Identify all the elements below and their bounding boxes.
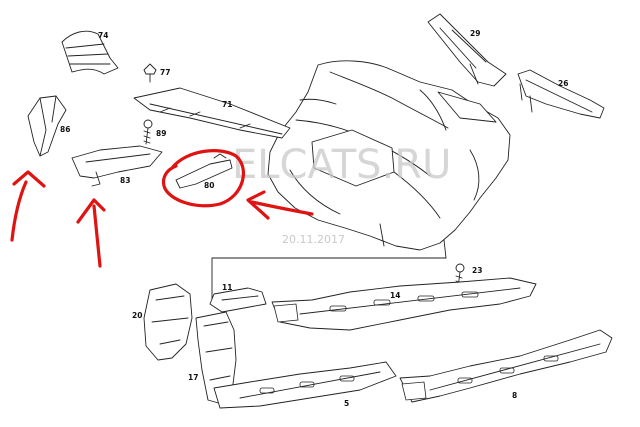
part-5-shape — [213, 361, 397, 409]
part-8-label: 8 — [512, 391, 517, 400]
part-29-shape — [427, 13, 507, 87]
part-83-shape — [71, 145, 163, 187]
leader-line — [211, 257, 447, 301]
red-arrow-2 — [76, 198, 106, 268]
part-71-shape — [133, 87, 291, 139]
watermark-text: ELCATS.RU — [232, 142, 451, 188]
part-26-label: 26 — [558, 79, 568, 88]
red-circle-highlight — [161, 149, 246, 208]
red-annotations — [10, 149, 314, 268]
part-20-label: 20 — [132, 311, 142, 320]
part-89-shape — [143, 119, 153, 145]
part-74-shape — [61, 30, 119, 75]
part-80-label: 80 — [204, 181, 214, 190]
part-77-shape — [143, 63, 157, 83]
part-5-label: 5 — [344, 399, 349, 408]
part-11-label: 11 — [222, 283, 232, 292]
part-89-label: 89 — [156, 129, 166, 138]
part-8-shape — [399, 329, 613, 403]
red-arrow-3 — [246, 190, 314, 220]
part-74-label: 74 — [98, 31, 108, 40]
part-11-shape — [209, 287, 267, 313]
part-86-label: 86 — [60, 125, 70, 134]
part-71-label: 71 — [222, 100, 232, 109]
part-80-shape — [175, 153, 233, 189]
watermark-date: 20.11.2017 — [282, 233, 345, 246]
part-77-label: 77 — [160, 68, 170, 77]
red-arrow-1 — [10, 170, 46, 242]
part-23-label: 23 — [472, 266, 482, 275]
part-17-label: 17 — [188, 373, 198, 382]
car-body-shell — [267, 60, 511, 259]
part-29-label: 29 — [470, 29, 480, 38]
part-20-shape — [143, 283, 193, 361]
part-26-shape — [517, 69, 605, 119]
part-14-shape — [271, 277, 537, 331]
part-14-label: 14 — [390, 291, 400, 300]
part-86-shape — [27, 95, 67, 157]
part-83-label: 83 — [120, 176, 130, 185]
